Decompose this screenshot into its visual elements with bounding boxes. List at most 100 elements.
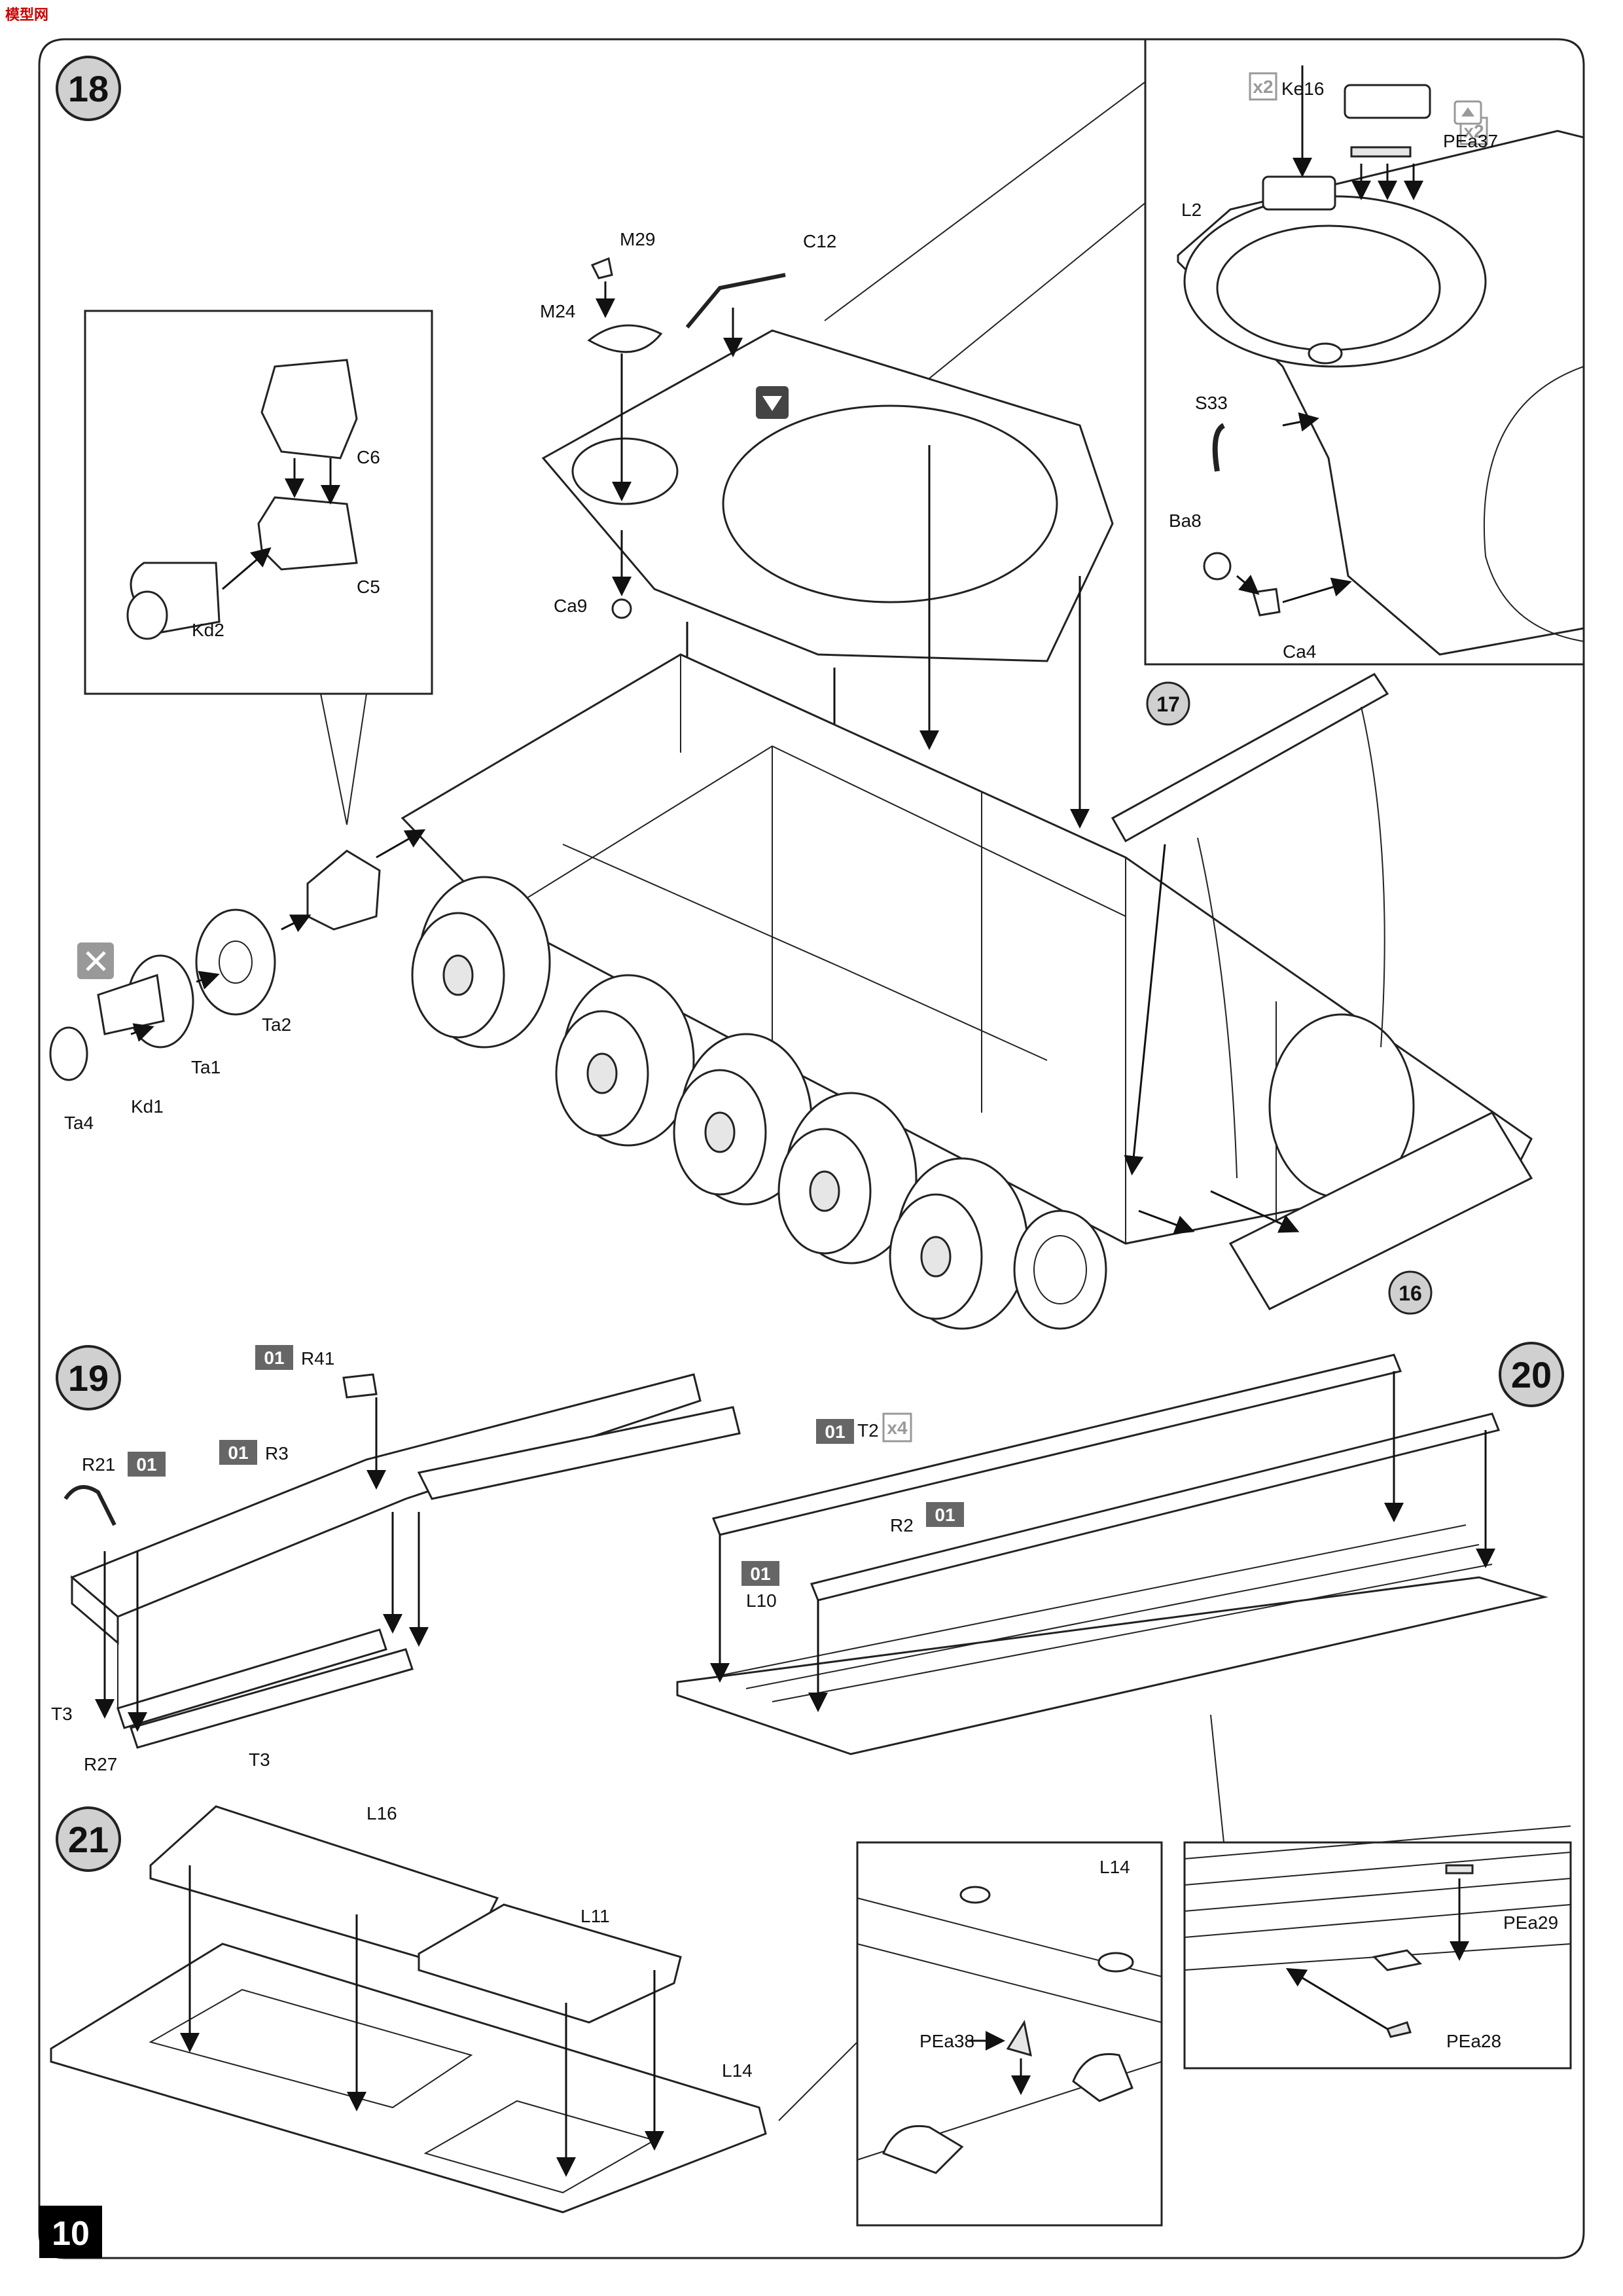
badge-text: 01 — [935, 1505, 955, 1525]
label-c5: C5 — [357, 577, 380, 597]
label-l11: L11 — [580, 1906, 610, 1926]
ref-step-16: 16 — [1388, 1270, 1433, 1315]
step-number-badge — [1499, 1342, 1564, 1407]
part-ca4 — [1252, 588, 1281, 617]
r3-upper-rail — [417, 1406, 741, 1500]
hinge-block — [882, 2125, 964, 2174]
label-t3-bottom: T3 — [249, 1749, 270, 1770]
hatch-ring-small — [571, 437, 679, 505]
part-l11 — [418, 1903, 682, 2024]
label-l10: L10 — [746, 1590, 777, 1611]
corner-logo: 模型网 — [3, 3, 48, 26]
kd2-bore — [126, 590, 168, 640]
part-s33 — [1212, 423, 1226, 472]
step-number: 20 — [1511, 1354, 1552, 1395]
part-number-badge-r41: 01 — [255, 1345, 293, 1370]
page-number: 10 — [39, 2206, 102, 2258]
badge-text: 01 — [136, 1454, 156, 1475]
step-number-badge — [56, 1806, 121, 1872]
badge-text: 01 — [825, 1422, 845, 1442]
multiplier-text: x2 — [1253, 77, 1273, 97]
multiplier-x2-left: x2 — [1249, 72, 1277, 101]
label-kd1: Kd1 — [131, 1096, 164, 1117]
part-m24 — [587, 324, 663, 353]
bracket-detail — [1372, 1949, 1423, 1971]
part-ta2 — [195, 908, 276, 1016]
part-r41 — [342, 1373, 378, 1399]
label-r41: R41 — [301, 1348, 334, 1369]
label-ta2: Ta2 — [262, 1014, 291, 1035]
part-pea28 — [1385, 2021, 1412, 2038]
part-m29 — [590, 257, 613, 279]
part-r2 — [810, 1412, 1501, 1602]
page-number-text: 10 — [52, 2215, 90, 2253]
l10-detail-inset: PEa29 PEa28 — [1183, 1825, 1572, 2070]
label-r2: R2 — [890, 1515, 914, 1535]
part-pea37 — [1350, 146, 1412, 158]
step-18: 18 x2 — [49, 39, 1585, 1330]
multiplier-text: x4 — [887, 1418, 908, 1438]
fender-bar-17 — [1111, 673, 1389, 1179]
l14-detail-inset: L14 PEa38 — [856, 1841, 1163, 2227]
corner-logo-text: 模型网 — [5, 7, 48, 23]
part-ba8 — [1203, 552, 1232, 581]
part-l10 — [676, 1576, 1548, 1755]
label-kd2: Kd2 — [192, 620, 224, 640]
part-ke16-right — [1344, 84, 1431, 119]
label-pea28: PEa28 — [1446, 2031, 1501, 2051]
road-wheel-2 — [555, 974, 695, 1147]
part-number-badge-r21: 01 — [128, 1452, 166, 1477]
step-20: 20 01 x4 01 01 T2 R2 L10 — [676, 1342, 1572, 2070]
part-pea29 — [1445, 1864, 1474, 1874]
part-ca9 — [611, 598, 632, 619]
label-r21: R21 — [82, 1454, 115, 1475]
badge-text: 01 — [750, 1564, 770, 1584]
label-m24: M24 — [540, 301, 575, 321]
label-r27: R27 — [84, 1754, 117, 1774]
label-pea29: PEa29 — [1503, 1912, 1558, 1933]
bolt-detail — [1097, 1952, 1134, 1973]
hinge-block — [1072, 2053, 1133, 2102]
ref-step-number: 16 — [1399, 1282, 1422, 1305]
label-ca4: Ca4 — [1283, 641, 1316, 662]
road-wheel-4 — [777, 1092, 918, 1265]
part-c6 — [260, 359, 358, 459]
badge-text: 01 — [228, 1443, 248, 1463]
part-ta4 — [49, 1026, 88, 1081]
label-ke16: Ke16 — [1281, 79, 1324, 99]
label-pea37: PEa37 — [1443, 131, 1498, 151]
label-ba8: Ba8 — [1169, 511, 1202, 531]
part-number-badge-t2: 01 — [816, 1419, 854, 1444]
part-r3 — [70, 1373, 702, 1618]
part-number-badge-l10: 01 — [741, 1561, 779, 1586]
label-l16: L16 — [366, 1803, 397, 1823]
label-ta4: Ta4 — [64, 1113, 94, 1133]
ref-step-17: 17 — [1146, 681, 1190, 726]
label-r3: R3 — [265, 1443, 289, 1463]
part-t3-lower — [130, 1648, 414, 1749]
hatch-detail-inset: x2 x2 Ke16 PEa37 L2 S33 Ba8 Ca4 — [824, 39, 1585, 666]
part-pea38 — [1006, 2020, 1032, 2057]
label-l14-detail: L14 — [1099, 1857, 1130, 1877]
road-wheels — [411, 876, 1107, 1330]
label-ta1: Ta1 — [191, 1057, 221, 1077]
label-c12: C12 — [803, 231, 836, 251]
rear-plate-16 — [1138, 1111, 1533, 1310]
badge-text: 01 — [264, 1348, 284, 1368]
label-s33: S33 — [1195, 393, 1228, 413]
step-21: 21 L16 L11 L14 L14 PEa38 — [50, 1803, 1163, 2227]
step-number-badge — [56, 56, 121, 121]
step-number-badge — [56, 1345, 121, 1410]
part-t2 — [711, 1354, 1402, 1536]
part-c5 — [257, 496, 358, 571]
hull-deck-plate: M29 M24 C12 Ca9 — [540, 229, 1114, 662]
label-l14: L14 — [722, 2060, 753, 2081]
down-arrow-icon — [756, 386, 789, 419]
part-l16 — [149, 1805, 499, 1958]
bolt-detail — [959, 1886, 991, 1904]
label-ca9: Ca9 — [554, 596, 587, 616]
label-l2: L2 — [1181, 200, 1202, 220]
multiplier-x4: x4 — [882, 1412, 912, 1443]
label-c6: C6 — [357, 447, 380, 467]
